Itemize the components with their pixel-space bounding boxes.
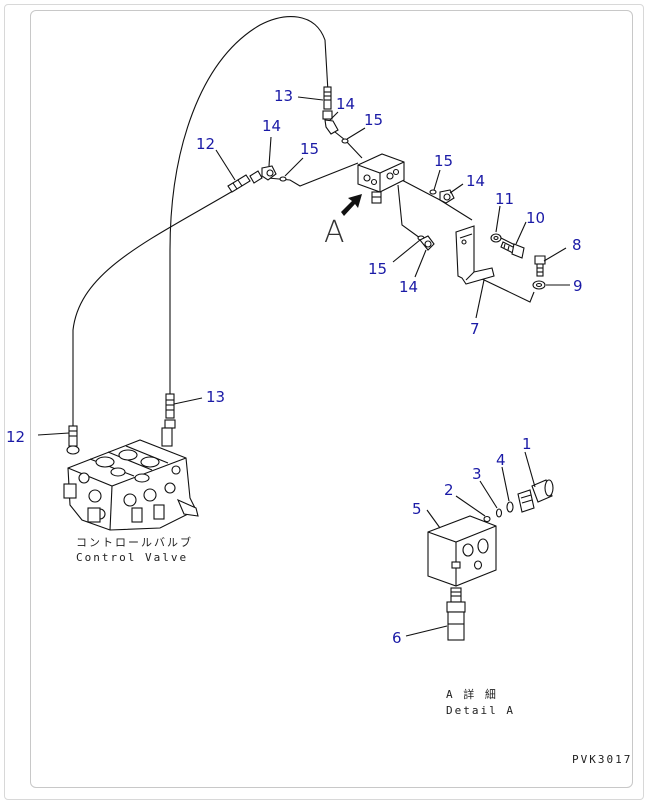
callout-numbers: 13 14 15 12 14 15 15 14 11 10 8 9 7 15 1… xyxy=(6,87,583,647)
callout-9: 9 xyxy=(573,277,583,295)
callout-2: 2 xyxy=(444,481,454,499)
callout-12-lower: 12 xyxy=(6,428,25,446)
cartridge-6 xyxy=(446,587,466,641)
view-arrow xyxy=(341,194,362,216)
fitting-14-lower xyxy=(419,235,435,251)
bracket-7 xyxy=(455,225,495,285)
callout-6: 6 xyxy=(392,629,402,647)
seal-2 xyxy=(483,515,491,523)
callout-13-lower: 13 xyxy=(206,388,225,406)
callout-4: 4 xyxy=(496,451,506,469)
detail-label-jp: A 詳 細 xyxy=(446,687,498,701)
plug-1 xyxy=(517,479,554,513)
callout-10: 10 xyxy=(526,209,545,227)
fitting-13-lower xyxy=(164,393,176,429)
leader-lines xyxy=(37,96,570,637)
fitting-14-right xyxy=(439,189,455,204)
bolt-8 xyxy=(534,255,546,277)
fitting-14-left xyxy=(261,165,277,181)
detail-label-en: Detail A xyxy=(446,704,515,717)
outer-frame xyxy=(4,4,644,800)
bolt-10 xyxy=(500,241,525,259)
control-valve-label-jp: コントロールバルブ xyxy=(76,535,193,549)
washer-9 xyxy=(532,280,546,290)
callout-8: 8 xyxy=(572,236,582,254)
hose-lines xyxy=(72,16,535,428)
washer-11 xyxy=(490,233,502,243)
control-valve xyxy=(63,427,199,531)
detail-block-5 xyxy=(427,515,497,587)
valve-block-main xyxy=(357,153,405,204)
callout-15-upper: 15 xyxy=(364,111,383,129)
callout-13-upper: 13 xyxy=(274,87,293,105)
callout-14-right: 14 xyxy=(466,172,485,190)
o-rings-15 xyxy=(279,138,437,241)
figure-code: PVK3017 xyxy=(572,753,632,766)
view-label-a: A xyxy=(324,215,345,250)
callout-15-right: 15 xyxy=(434,152,453,170)
callout-14-left: 14 xyxy=(262,117,281,135)
fitting-12-lower xyxy=(66,425,80,455)
callout-15-lower: 15 xyxy=(368,260,387,278)
o-ring-4 xyxy=(506,501,514,513)
callout-3: 3 xyxy=(472,465,482,483)
ring-3 xyxy=(495,508,503,518)
fitting-12-upper xyxy=(227,170,263,193)
control-valve-label-en: Control Valve xyxy=(76,551,188,564)
callout-12-upper: 12 xyxy=(196,135,215,153)
diagram-panel xyxy=(30,10,633,788)
callout-1: 1 xyxy=(522,435,532,453)
callout-5: 5 xyxy=(412,500,422,518)
callout-11: 11 xyxy=(495,190,514,208)
callout-15-left: 15 xyxy=(300,140,319,158)
callout-14-upper: 14 xyxy=(336,95,355,113)
fitting-13-upper xyxy=(322,86,339,135)
callout-14-lower: 14 xyxy=(399,278,418,296)
callout-7: 7 xyxy=(470,320,480,338)
